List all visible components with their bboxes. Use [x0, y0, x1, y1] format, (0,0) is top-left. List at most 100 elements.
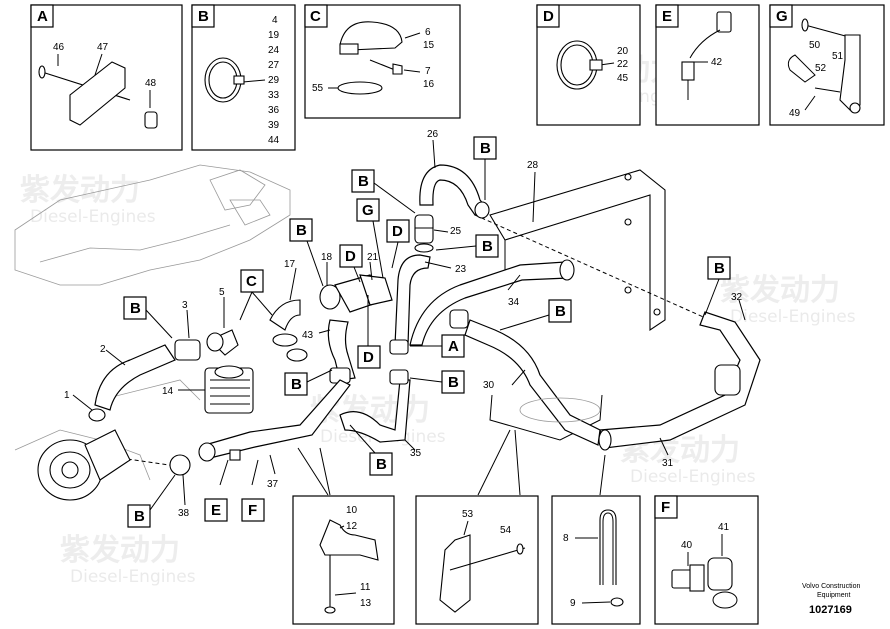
letter-tag: D [392, 223, 403, 240]
callout-number: 7 [425, 66, 431, 77]
callout-number: 51 [832, 51, 844, 62]
detail-panel-b: B 4 19 24 27 29 33 36 39 44 [191, 4, 296, 151]
callout-number: 46 [53, 42, 65, 53]
callout-number: 35 [410, 448, 422, 459]
callout-number: 48 [145, 78, 157, 89]
panel-letter: G [776, 8, 788, 25]
main-callouts: 1 2 3 5 14 17 18 21 23 25 26 28 30 31 32… [64, 129, 743, 519]
watermark-text: 紫发动力 [20, 173, 140, 208]
callout-number: 9 [570, 598, 576, 609]
callout-number: 20 [617, 46, 629, 57]
letter-tag: B [134, 508, 145, 525]
letter-tag: B [130, 300, 141, 317]
callout-number: 28 [527, 160, 539, 171]
letter-tag: B [714, 260, 725, 277]
callout-number: 16 [423, 79, 435, 90]
detail-panel-f: F 40 41 [654, 495, 759, 625]
watermark-text: Diesel-Engines [730, 307, 856, 327]
watermark-text: Diesel-Engines [30, 207, 156, 227]
credit-line: Volvo Construction [802, 583, 860, 590]
leader-lines [72, 139, 746, 506]
callout-number: 1 [64, 390, 70, 401]
detail-panel-c: C 6 15 7 16 55 [304, 4, 461, 119]
letter-tag: B [448, 374, 459, 391]
callout-number: 38 [178, 508, 190, 519]
callout-number: 19 [268, 30, 280, 41]
callout-number: 32 [731, 292, 743, 303]
callout-number: 17 [284, 259, 296, 270]
callout-number: 13 [360, 598, 372, 609]
panel-letter: F [661, 499, 670, 516]
callout-number: 22 [617, 59, 629, 70]
letter-tag: E [211, 502, 221, 519]
letter-tag: B [480, 140, 491, 157]
dashed-line [474, 214, 711, 321]
callout-number: 43 [302, 330, 314, 341]
callout-number: 2 [100, 344, 106, 355]
detail-panel-g: G 50 51 52 49 [769, 4, 885, 126]
detail-panel-e: E 42 [655, 4, 760, 126]
panel-letter: C [310, 8, 321, 25]
callout-number: 29 [268, 75, 280, 86]
detail-panel-a: A 46 47 48 [30, 4, 183, 151]
callout-number: 34 [508, 297, 520, 308]
detail-panel-d: D 20 22 45 [536, 4, 641, 126]
detail-panel-bracket: 53 54 [415, 495, 539, 625]
callout-number: 4 [272, 15, 278, 26]
detail-panel-ubolt: 8 9 [551, 495, 641, 625]
callout-number: 8 [563, 533, 569, 544]
letter-tag: B [482, 238, 493, 255]
detail-panel-clamp: 10 12 11 13 [292, 495, 395, 625]
letter-tag: B [291, 376, 302, 393]
callout-number: 54 [500, 525, 512, 536]
letter-tag: G [362, 202, 374, 219]
panel-letter: E [662, 8, 672, 25]
watermark-text: Diesel-Engines [70, 567, 196, 587]
callout-number: 40 [681, 540, 693, 551]
credit-line: Equipment [817, 592, 851, 599]
letter-tag: B [555, 303, 566, 320]
letter-tag: C [246, 273, 257, 290]
callout-number: 6 [425, 27, 431, 38]
callout-number: 55 [312, 83, 324, 94]
callout-number: 52 [815, 63, 827, 74]
callout-number: 31 [662, 458, 674, 469]
callout-number: 42 [711, 57, 723, 68]
callout-number: 3 [182, 300, 188, 311]
panel-letter: D [543, 8, 554, 25]
letter-tag: B [296, 222, 307, 239]
letter-tags: B B G D B B D C B D B A B [123, 136, 731, 528]
callout-number: 45 [617, 73, 629, 84]
callout-number: 10 [346, 505, 358, 516]
letter-tag: D [363, 349, 374, 366]
callout-number: 11 [360, 582, 371, 593]
letter-tag: F [248, 502, 257, 519]
watermark-text: Diesel-Engines [630, 467, 756, 487]
callout-number: 21 [367, 252, 379, 263]
callout-number: 23 [455, 264, 467, 275]
callout-number: 27 [268, 60, 280, 71]
callout-number: 26 [427, 129, 439, 140]
callout-number: 25 [450, 226, 462, 237]
credit-block: Volvo Construction Equipment 1027169 [802, 583, 860, 616]
letter-tag: D [345, 248, 356, 265]
callout-number: 15 [423, 40, 435, 51]
letter-tag: A [448, 338, 459, 355]
callout-number: 49 [789, 108, 801, 119]
callout-number: 36 [268, 105, 280, 116]
callout-number: 53 [462, 509, 474, 520]
callout-number: 47 [97, 42, 109, 53]
callout-number: 39 [268, 120, 280, 131]
callout-number: 24 [268, 45, 280, 56]
callout-number: 30 [483, 380, 495, 391]
callout-number: 5 [219, 287, 225, 298]
callout-number: 37 [267, 479, 279, 490]
letter-tag: B [358, 173, 369, 190]
watermark-text: 紫发动力 [60, 533, 180, 568]
drawing-number: 1027169 [809, 604, 852, 616]
callout-number: 18 [321, 252, 333, 263]
letter-tag: B [376, 456, 387, 473]
callout-number: 44 [268, 135, 280, 146]
panel-letter: B [198, 8, 209, 25]
